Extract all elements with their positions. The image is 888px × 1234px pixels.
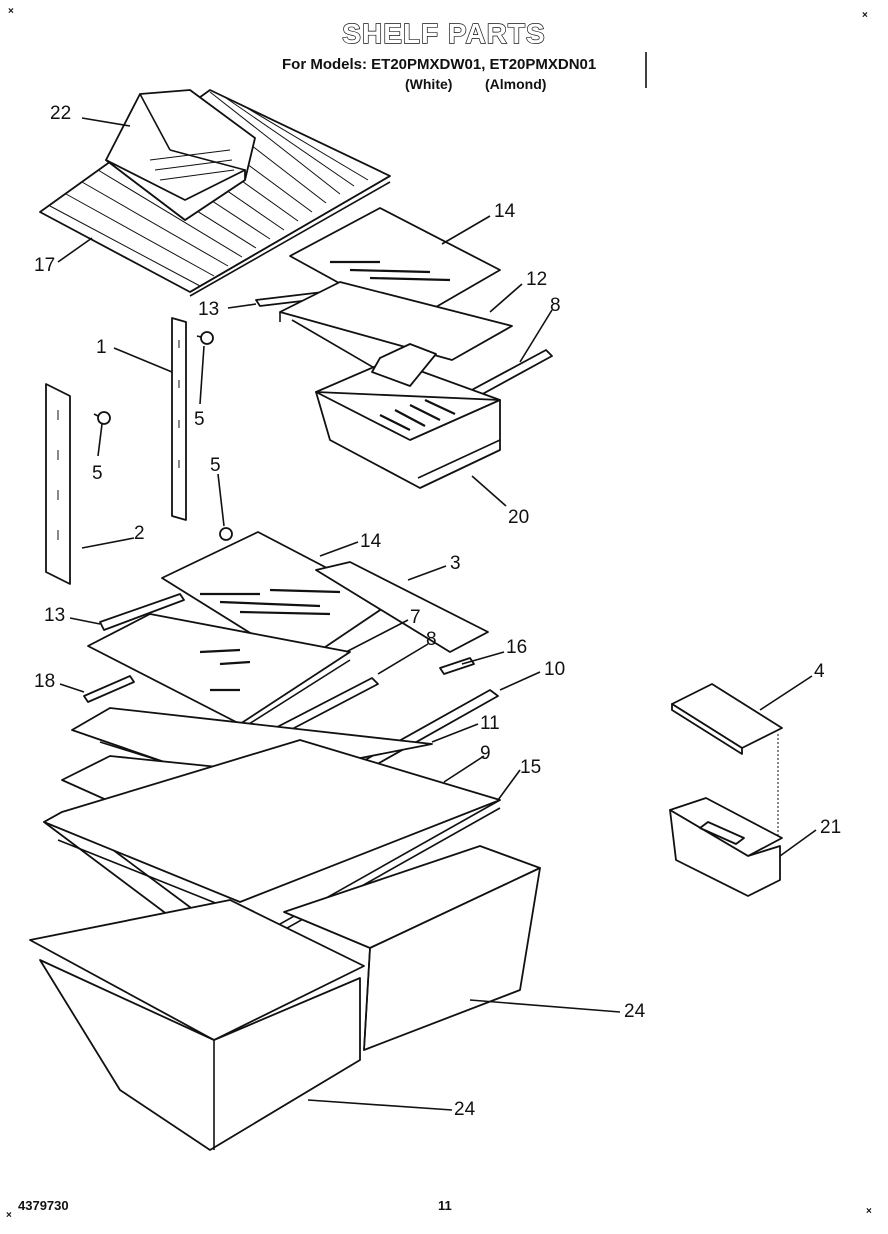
leader-lines bbox=[57, 117, 817, 1111]
callout-8-lower: 8 bbox=[426, 629, 437, 650]
crisper-drawer-left-part bbox=[29, 899, 365, 1151]
glass-shelf-3-part bbox=[315, 561, 489, 653]
callout-2: 2 bbox=[134, 523, 145, 544]
variant-almond: (Almond) bbox=[485, 76, 547, 92]
trim-strip-13-part bbox=[99, 593, 185, 631]
callout-16: 16 bbox=[506, 637, 528, 658]
callout-13-lower: 13 bbox=[44, 605, 66, 626]
page-number: 11 bbox=[438, 1198, 452, 1213]
corner-mark-top-left: × bbox=[8, 6, 14, 17]
callout-13-upper: 13 bbox=[198, 299, 220, 320]
left-rail-part bbox=[45, 383, 71, 585]
corner-mark-bottom-left: × bbox=[6, 1210, 12, 1221]
callout-14-upper: 14 bbox=[494, 201, 516, 222]
callout-8-upper: 8 bbox=[550, 295, 561, 316]
callout-11: 11 bbox=[480, 713, 500, 734]
variant-white: (White) bbox=[405, 76, 453, 92]
meat-pan-part bbox=[315, 343, 501, 489]
callout-17: 17 bbox=[34, 255, 56, 276]
callout-18: 18 bbox=[34, 671, 56, 692]
callout-9: 9 bbox=[480, 743, 491, 764]
screw-part-a bbox=[196, 331, 214, 345]
document-number: 4379730 bbox=[18, 1198, 69, 1213]
callout-1: 1 bbox=[96, 337, 107, 358]
callout-10: 10 bbox=[544, 659, 566, 680]
callout-4: 4 bbox=[814, 661, 825, 682]
callout-12: 12 bbox=[526, 269, 548, 290]
page-title: SHELF PARTS bbox=[342, 17, 546, 49]
corner-mark-bottom-right: × bbox=[866, 1206, 872, 1217]
trim-strip-18-part bbox=[83, 675, 135, 703]
callout-5-b: 5 bbox=[92, 463, 103, 484]
right-rail-part bbox=[171, 317, 187, 521]
callout-14-middle: 14 bbox=[360, 531, 382, 552]
dairy-lid-part bbox=[671, 683, 783, 755]
callout-24-right: 24 bbox=[624, 1001, 646, 1022]
callout-20: 20 bbox=[508, 507, 530, 528]
models-line: For Models: ET20PMXDW01, ET20PMXDN01 bbox=[282, 56, 597, 73]
callout-15: 15 bbox=[520, 757, 542, 778]
callout-21: 21 bbox=[820, 817, 842, 838]
trim-strip-16-part bbox=[439, 657, 475, 675]
basket-part bbox=[105, 89, 256, 221]
callout-3: 3 bbox=[450, 553, 461, 574]
corner-mark-top-right: × bbox=[862, 10, 868, 21]
screw-part-c bbox=[219, 527, 233, 541]
callout-24-left: 24 bbox=[454, 1099, 476, 1120]
crisper-drawer-right-part bbox=[283, 845, 541, 1051]
screw-part-b bbox=[93, 411, 111, 425]
callout-7: 7 bbox=[410, 607, 421, 628]
callout-22: 22 bbox=[50, 103, 72, 124]
callout-5-a: 5 bbox=[194, 409, 205, 430]
callout-5-c: 5 bbox=[210, 455, 221, 476]
dairy-bin-part bbox=[669, 797, 783, 897]
